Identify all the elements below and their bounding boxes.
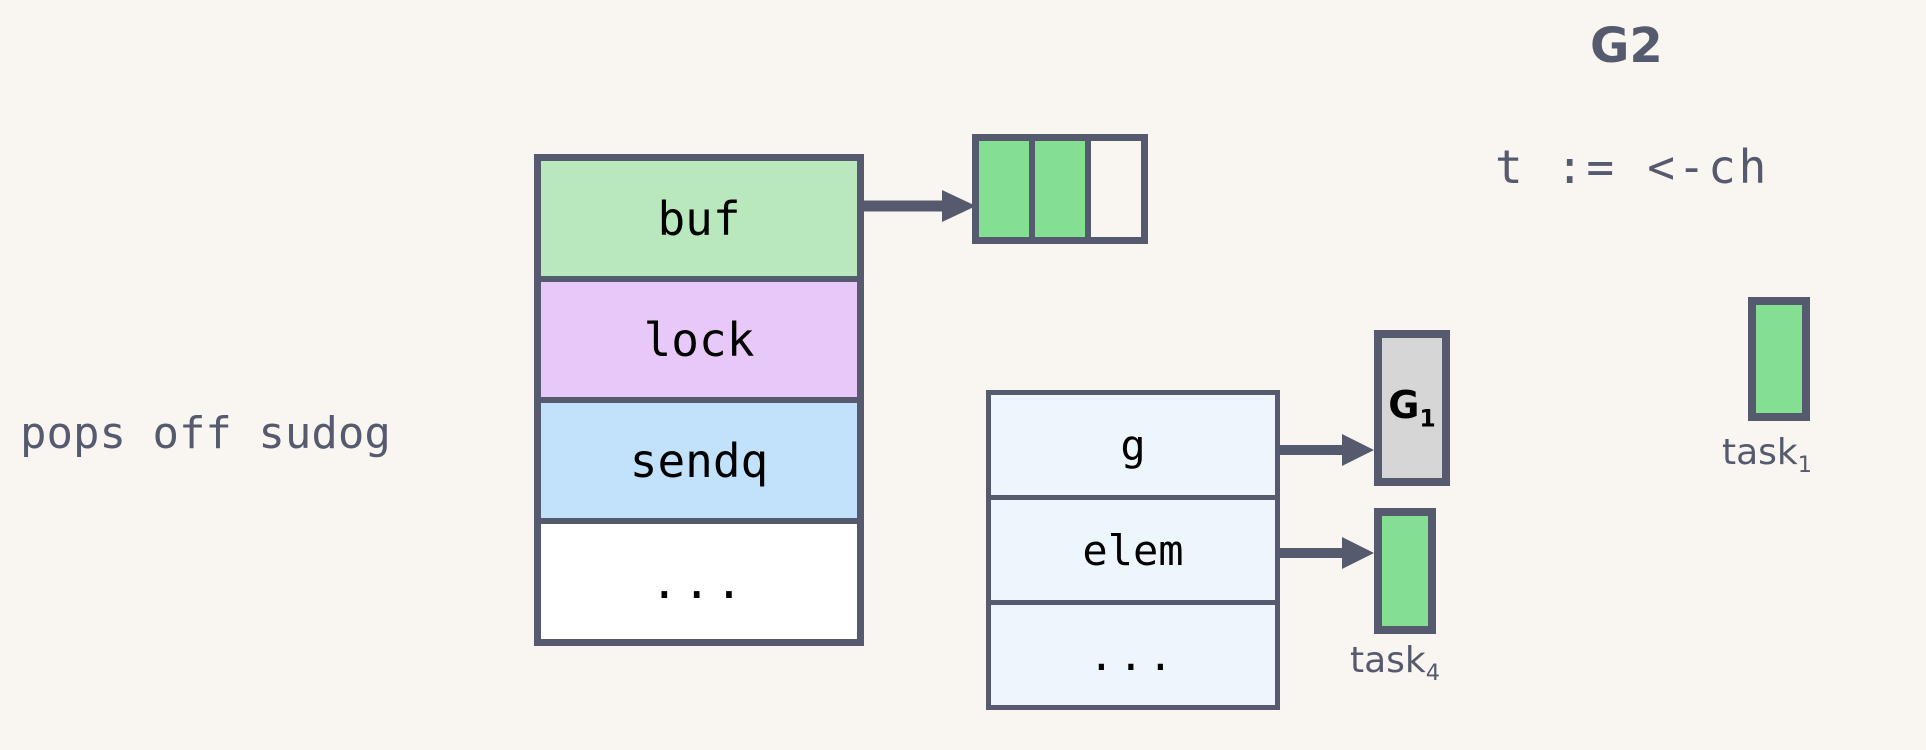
sudog-row-g: g bbox=[991, 395, 1275, 500]
hchan-row-sendq: sendq bbox=[541, 403, 857, 524]
goroutine-g1-box: G1 bbox=[1374, 330, 1450, 486]
task4-box bbox=[1374, 508, 1436, 634]
sudog-row-ellipsis: ... bbox=[991, 605, 1275, 705]
arrow-elem-to-task bbox=[1278, 537, 1374, 569]
channel-buffer-array bbox=[972, 134, 1148, 244]
task4-caption: task4 bbox=[1350, 640, 1440, 687]
arrow-g-to-goroutine bbox=[1278, 434, 1374, 466]
hchan-row-buf: buf bbox=[541, 161, 857, 282]
buffer-slot-3 bbox=[1091, 141, 1141, 237]
sudog-struct: g elem ... bbox=[986, 390, 1280, 710]
hchan-row-ellipsis: ... bbox=[541, 524, 857, 639]
g2-title: G2 bbox=[1590, 18, 1663, 74]
sudog-row-elem: elem bbox=[991, 500, 1275, 605]
goroutine-g1-label: G1 bbox=[1388, 383, 1436, 433]
buffer-slot-2 bbox=[1035, 141, 1091, 237]
arrow-buf-to-buffer bbox=[860, 190, 976, 222]
task1-box bbox=[1748, 297, 1810, 421]
task1-caption: task1 bbox=[1722, 432, 1812, 479]
pops-off-sudog-label: pops off sudog bbox=[20, 408, 391, 459]
g2-code-line: t := <-ch bbox=[1495, 140, 1770, 194]
hchan-struct: buf lock sendq ... bbox=[534, 154, 864, 646]
hchan-row-lock: lock bbox=[541, 282, 857, 403]
buffer-slot-1 bbox=[979, 141, 1035, 237]
